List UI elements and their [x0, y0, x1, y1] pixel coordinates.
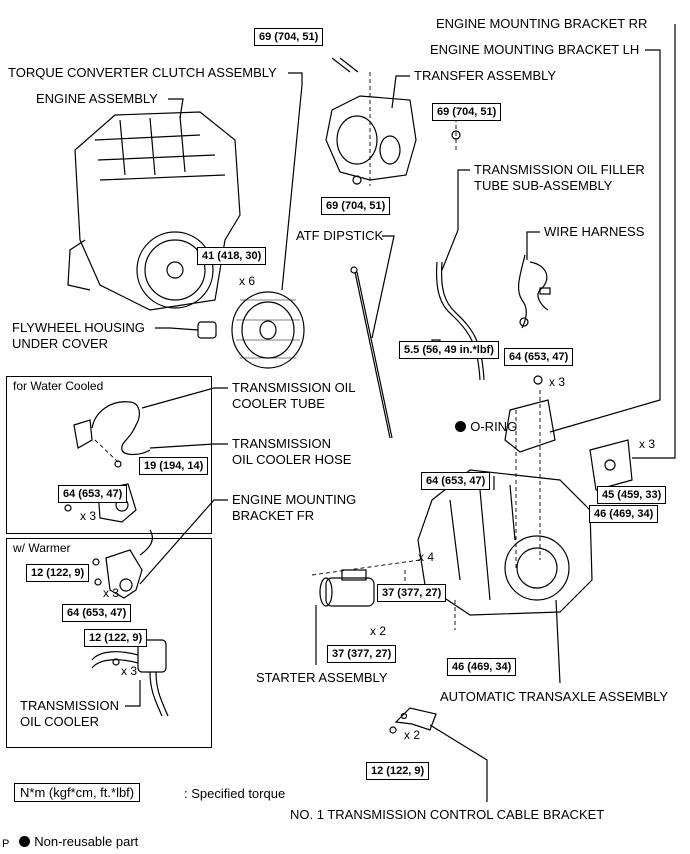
- torque-box: 69 (704, 51): [432, 103, 502, 121]
- torque-box: 37 (377, 27): [377, 584, 447, 602]
- bracket-rr-sketch: [589, 439, 633, 491]
- o-ring-label-group: O-RING: [448, 403, 517, 435]
- leader-bracket-lh: [549, 49, 661, 433]
- panel-warmer: w/ Warmer: [6, 538, 212, 748]
- leader-oil-cooler: [125, 680, 141, 707]
- label-engine-bracket-rr: ENGINE MOUNTING BRACKET RR: [436, 16, 648, 31]
- leader-transaxle: [555, 599, 561, 684]
- leader-control-cable: [429, 724, 488, 802]
- torque-box: 12 (122, 9): [26, 564, 90, 582]
- label-bracket-fr: ENGINE MOUNTING BRACKET FR: [232, 492, 357, 523]
- torque-box: 45 (459, 33): [597, 486, 667, 504]
- label-cooler-tube: TRANSMISSION OIL COOLER TUBE: [232, 380, 356, 411]
- flywheel-cover-sketch: [197, 321, 217, 339]
- torque-box: 12 (122, 9): [84, 629, 148, 647]
- torque-box: 69 (704, 51): [321, 197, 391, 215]
- leader-filler-tube: [441, 169, 470, 271]
- filler-tube-sketch: [431, 261, 485, 381]
- torque-box: 46 (469, 34): [589, 505, 659, 523]
- leader-atf-dipstick: [371, 235, 395, 339]
- label-wire-harness: WIRE HARNESS: [544, 224, 645, 239]
- panel-water-cooled: for Water Cooled: [6, 376, 212, 534]
- engine-sketch: [67, 111, 241, 311]
- leader-cooler-tube: [141, 387, 228, 409]
- torque-box: 69 (704, 51): [254, 28, 324, 46]
- cooler-tube-sketch: [73, 401, 151, 468]
- leader-wire-harness: [526, 231, 540, 260]
- label-atf-dipstick: ATF DIPSTICK: [296, 228, 384, 243]
- leader-engine: [168, 98, 184, 119]
- legend-nonreusable: Non-reusable part: [12, 818, 138, 850]
- quantity-label: x 4: [418, 550, 435, 564]
- leader-cooler-hose: [149, 443, 228, 449]
- quantity-label: x 2: [404, 728, 421, 742]
- label-oil-cooler: TRANSMISSION OIL COOLER: [20, 698, 119, 729]
- panel-water-cooled-title: for Water Cooled: [13, 379, 104, 393]
- torque-converter-sketch: [231, 291, 305, 369]
- leader-transfer: [391, 75, 410, 109]
- nonreusable-dot-icon: [19, 836, 31, 847]
- torque-box: 46 (469, 34): [447, 658, 517, 676]
- oil-cooler-sketch: [91, 639, 169, 717]
- dipstick-sketch: [350, 266, 393, 439]
- torque-box: 64 (653, 47): [62, 604, 132, 622]
- torque-box: 41 (418, 30): [197, 247, 267, 265]
- quantity-label: x 3: [103, 586, 120, 600]
- panel-warmer-title: w/ Warmer: [13, 541, 71, 555]
- torque-box: 64 (653, 47): [421, 472, 491, 490]
- quantity-label: x 3: [549, 375, 566, 389]
- quantity-label: x 3: [80, 509, 97, 523]
- torque-box: 64 (653, 47): [504, 348, 574, 366]
- legend-torque-unit: N*m (kgf*cm, ft.*lbf): [14, 783, 141, 802]
- label-cooler-hose: TRANSMISSION OIL COOLER HOSE: [232, 436, 352, 467]
- nonreusable-dot-icon: [455, 421, 467, 432]
- label-flywheel-cover: FLYWHEEL HOUSING UNDER COVER: [12, 320, 145, 351]
- bracket-fr-warmer-sketch: [92, 529, 153, 599]
- starter-sketch: [319, 569, 375, 607]
- transaxle-sketch: [417, 469, 593, 616]
- torque-box: 5.5 (56, 49 in.*lbf): [399, 341, 499, 359]
- torque-box: 12 (122, 9): [366, 762, 430, 780]
- leader-bracket-rr: [632, 24, 676, 459]
- quantity-label: x 2: [370, 624, 387, 638]
- control-cable-bracket-sketch: [389, 707, 437, 734]
- legend-nonreusable-text: Non-reusable part: [34, 834, 139, 849]
- leader-torque-converter: [281, 72, 303, 291]
- quantity-label: x 3: [639, 437, 656, 451]
- quantity-label: x 6: [239, 274, 256, 288]
- leader-bracket-fr: [139, 499, 228, 585]
- label-engine-assembly: ENGINE ASSEMBLY: [36, 91, 158, 106]
- label-engine-bracket-lh: ENGINE MOUNTING BRACKET LH: [430, 42, 640, 57]
- label-torque-converter: TORQUE CONVERTER CLUTCH ASSEMBLY: [8, 65, 277, 80]
- label-filler-tube: TRANSMISSION OIL FILLER TUBE SUB-ASSEMBL…: [474, 162, 645, 193]
- leader-flywheel-cover: [155, 327, 199, 331]
- label-control-cable-bracket: NO. 1 TRANSMISSION CONTROL CABLE BRACKET: [290, 807, 605, 822]
- page-marker: P: [2, 838, 10, 850]
- wire-harness-sketch: [517, 254, 551, 329]
- torque-box: 19 (194, 14): [139, 457, 209, 475]
- label-o-ring: O-RING: [470, 419, 518, 434]
- label-transaxle: AUTOMATIC TRANSAXLE ASSEMBLY: [440, 689, 669, 704]
- label-transfer-assembly: TRANSFER ASSEMBLY: [414, 68, 557, 83]
- quantity-label: x 3: [121, 664, 138, 678]
- label-starter: STARTER ASSEMBLY: [256, 670, 388, 685]
- bracket-lh-sketch: [504, 375, 556, 453]
- legend-torque-desc: : Specified torque: [184, 786, 286, 801]
- transfer-sketch: [325, 57, 461, 185]
- torque-box: 64 (653, 47): [58, 485, 128, 503]
- torque-box: 37 (377, 27): [327, 645, 397, 663]
